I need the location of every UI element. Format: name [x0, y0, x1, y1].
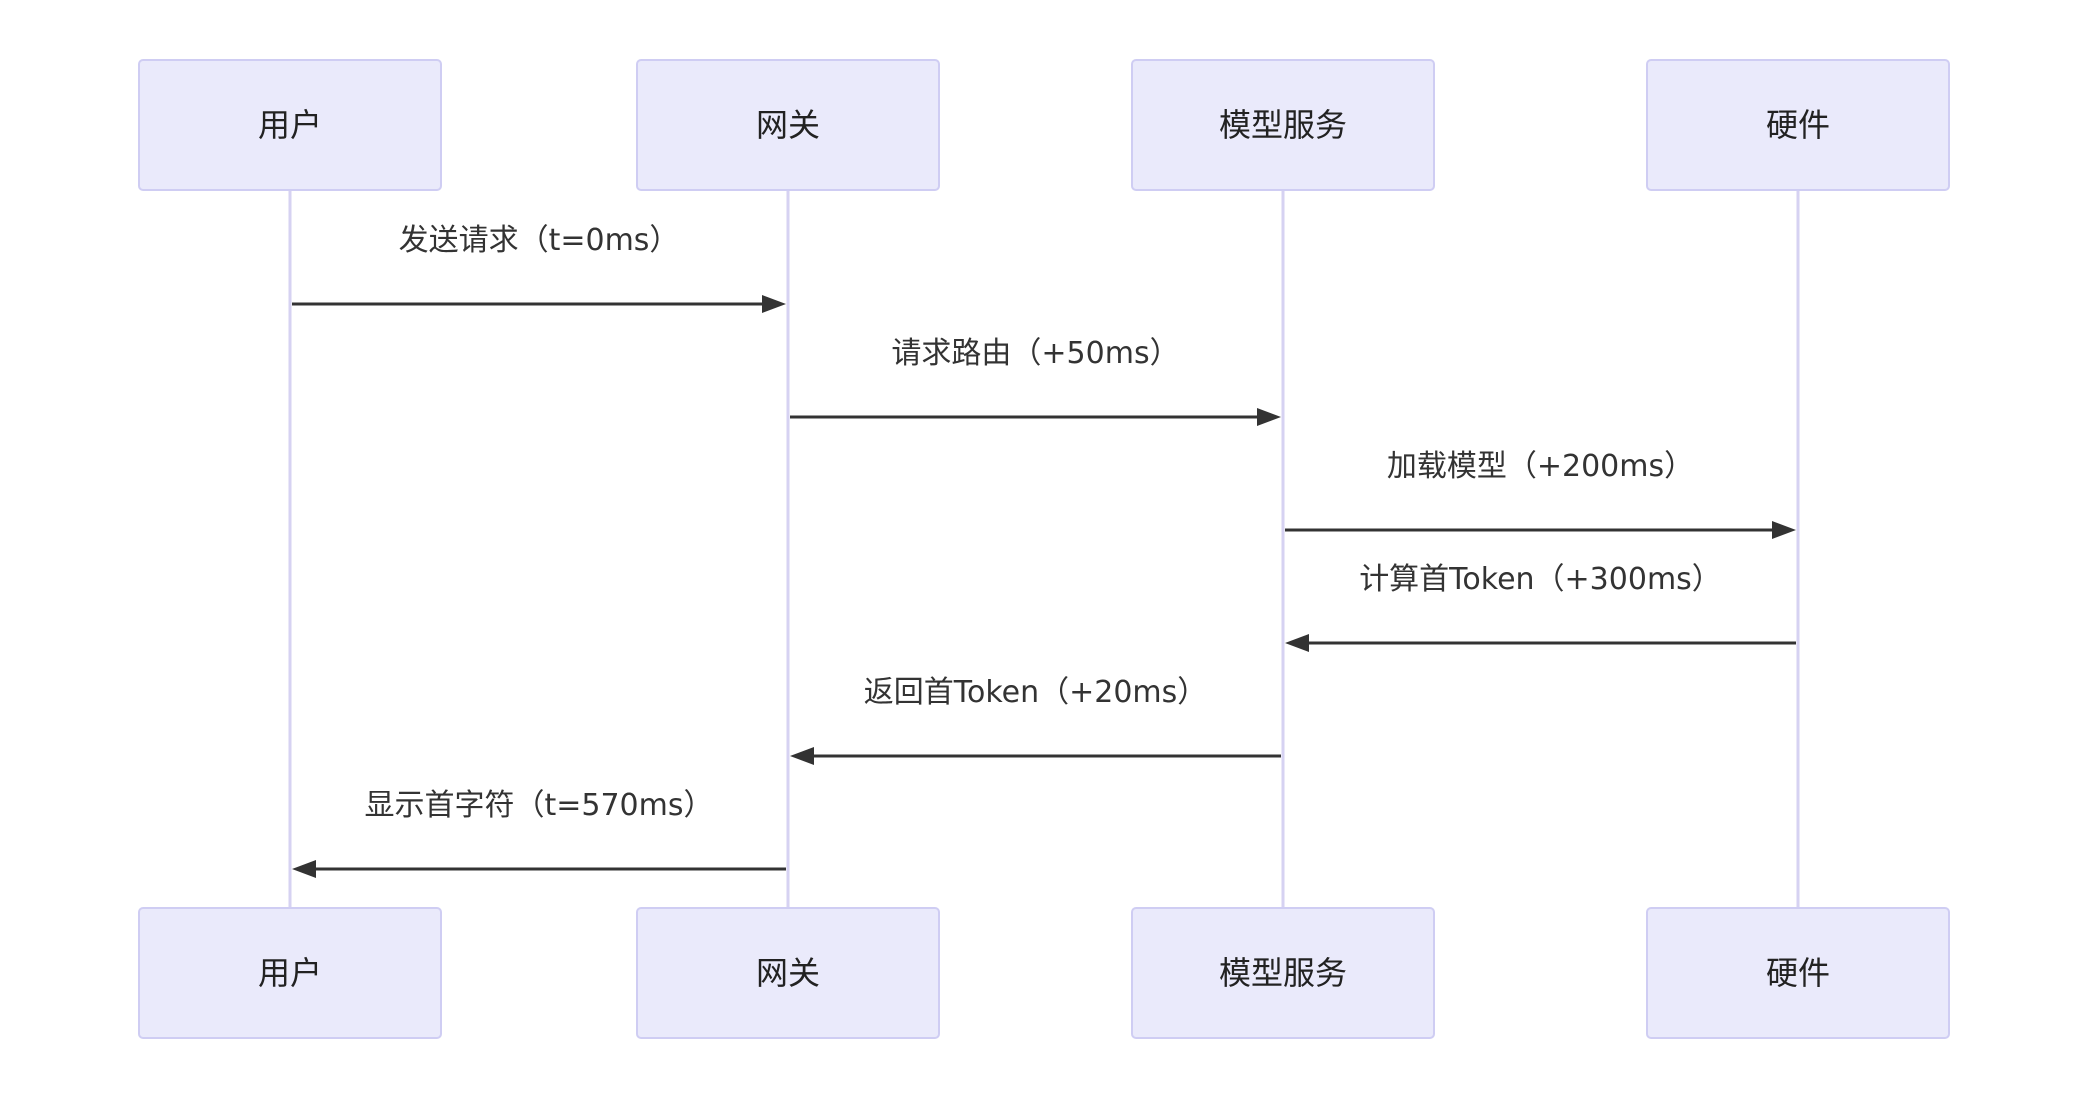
actor-label: 用户 [258, 106, 322, 144]
message-5: 返回首Token（+20ms） [790, 675, 1281, 765]
actor-box [636, 907, 940, 1039]
actor-box [1646, 59, 1950, 191]
message-label: 请求路由（+50ms） [891, 336, 1179, 371]
actor-label: 模型服务 [1219, 106, 1347, 144]
message-3: 加载模型（+200ms） [1285, 449, 1796, 539]
message-label: 发送请求（t=0ms） [399, 223, 680, 258]
message-6: 显示首字符（t=570ms） [292, 788, 786, 878]
actor-label: 硬件 [1766, 954, 1830, 992]
actor-bottom-hardware: 硬件 [1646, 907, 1950, 1039]
actors-top: 用户 网关 模型服务 硬件 [138, 59, 1950, 191]
message-label: 显示首字符（t=570ms） [364, 788, 713, 823]
actor-top-user: 用户 [138, 59, 442, 191]
actor-label: 模型服务 [1219, 954, 1347, 992]
arrowhead-icon [1285, 634, 1309, 652]
actor-box [138, 59, 442, 191]
arrowhead-icon [292, 860, 316, 878]
actor-box [1131, 907, 1435, 1039]
actor-label: 用户 [258, 954, 322, 992]
actor-box [1131, 59, 1435, 191]
messages: 发送请求（t=0ms） 请求路由（+50ms） 加载模型（+200ms） 计算首Tok… [292, 223, 1796, 878]
message-label: 计算首Token（+300ms） [1359, 562, 1722, 597]
message-4: 计算首Token（+300ms） [1285, 562, 1796, 652]
lifelines [288, 190, 1800, 908]
actor-box [1646, 907, 1950, 1039]
message-label: 加载模型（+200ms） [1387, 449, 1694, 484]
actor-label: 硬件 [1766, 106, 1830, 144]
actor-bottom-gateway: 网关 [636, 907, 940, 1039]
actor-top-hardware: 硬件 [1646, 59, 1950, 191]
actor-box [636, 59, 940, 191]
message-label: 返回首Token（+20ms） [864, 675, 1208, 710]
actor-top-model-service: 模型服务 [1131, 59, 1435, 191]
actor-bottom-user: 用户 [138, 907, 442, 1039]
actor-label: 网关 [756, 954, 820, 992]
actor-label: 网关 [756, 106, 820, 144]
arrowhead-icon [1772, 521, 1796, 539]
arrowhead-icon [1257, 408, 1281, 426]
actor-top-gateway: 网关 [636, 59, 940, 191]
actor-box [138, 907, 442, 1039]
arrowhead-icon [790, 747, 814, 765]
actors-bottom: 用户 网关 模型服务 硬件 [138, 907, 1950, 1039]
arrowhead-icon [762, 295, 786, 313]
message-1: 发送请求（t=0ms） [292, 223, 786, 313]
actor-bottom-model-service: 模型服务 [1131, 907, 1435, 1039]
message-2: 请求路由（+50ms） [790, 336, 1281, 426]
